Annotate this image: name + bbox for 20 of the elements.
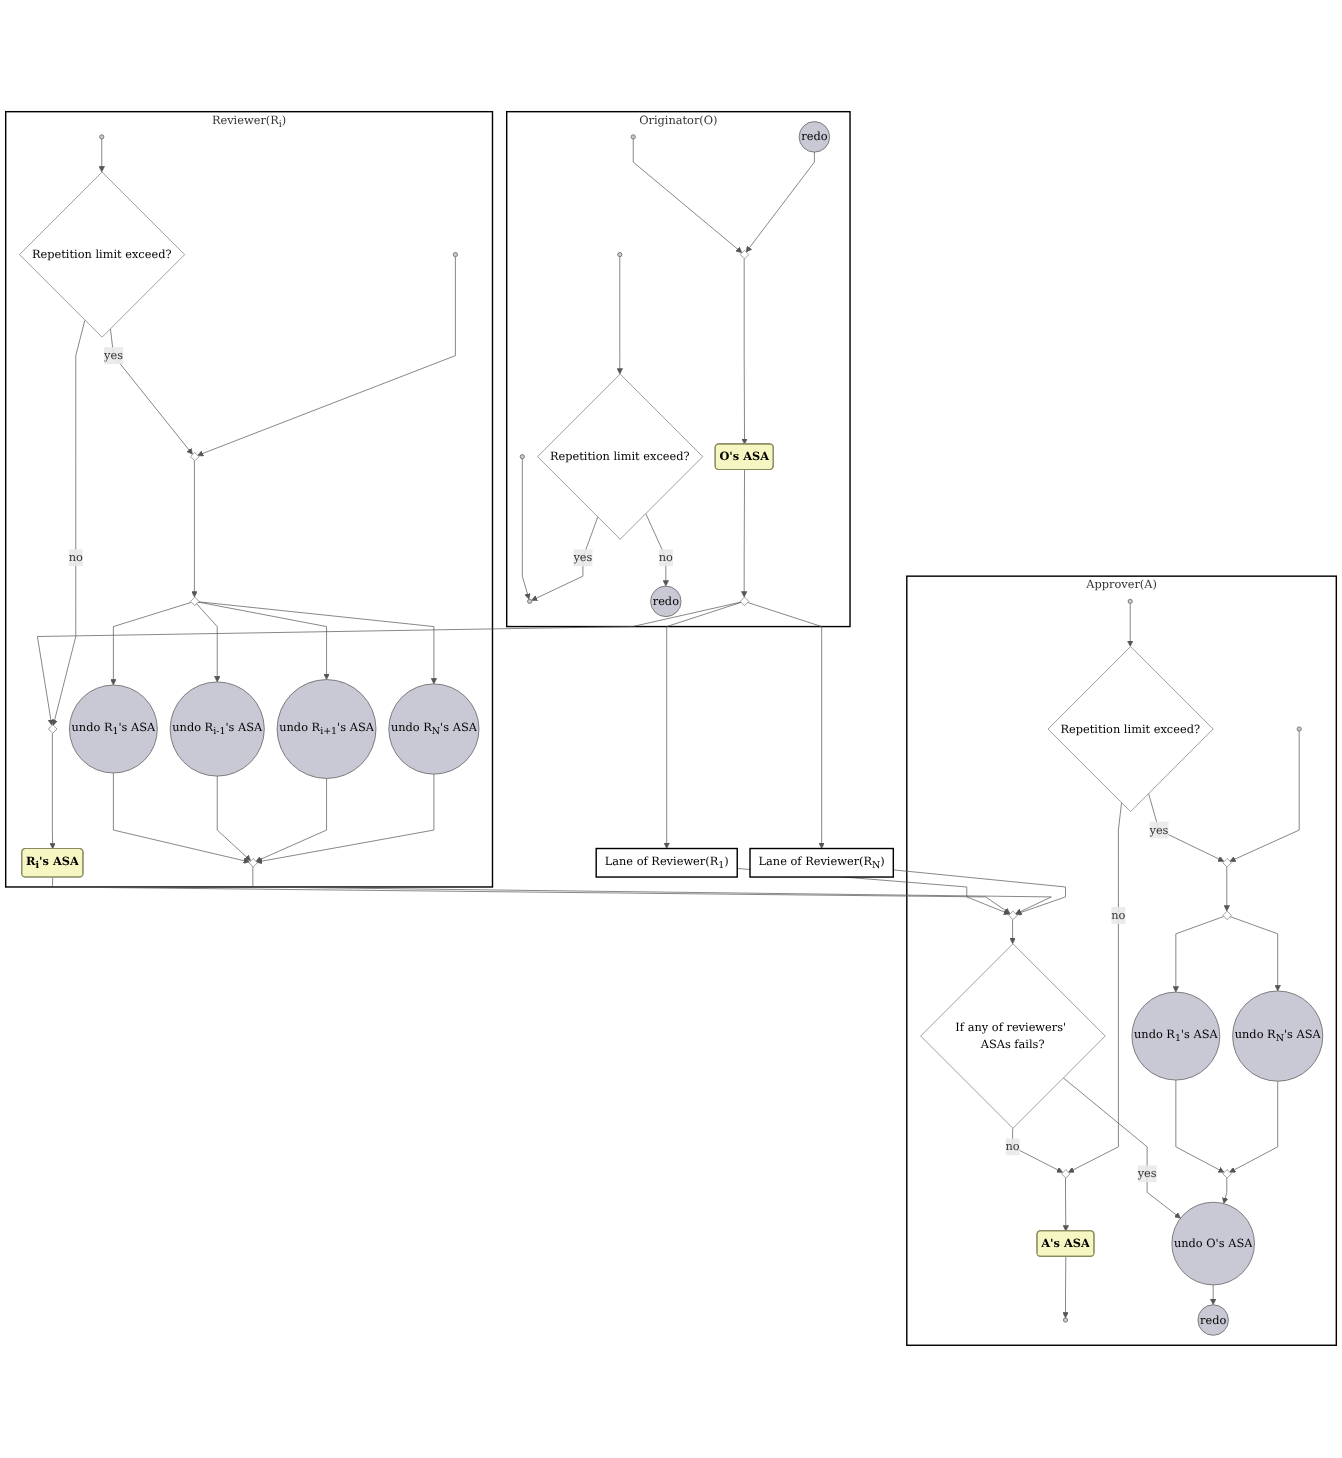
node-diamond	[1222, 858, 1232, 868]
node-circle	[630, 134, 636, 140]
node-diamond	[248, 858, 258, 868]
node-diamond	[1061, 1169, 1071, 1179]
node-circle	[99, 134, 105, 140]
node-circle	[1296, 727, 1302, 733]
node-circle	[1063, 1318, 1068, 1324]
node-diamond	[1008, 911, 1018, 921]
node-diamond	[190, 452, 200, 462]
node-circle	[617, 252, 623, 258]
node-circle	[1127, 599, 1133, 605]
node-circle	[452, 252, 458, 258]
node-diamond	[1222, 1169, 1232, 1179]
node-diamond	[48, 724, 58, 735]
node-circle	[519, 454, 525, 460]
node-diamond	[190, 597, 200, 607]
node-diamond	[739, 250, 750, 260]
node-diamond	[1222, 911, 1232, 921]
node-diamond	[739, 597, 750, 607]
node-circle	[527, 599, 533, 605]
